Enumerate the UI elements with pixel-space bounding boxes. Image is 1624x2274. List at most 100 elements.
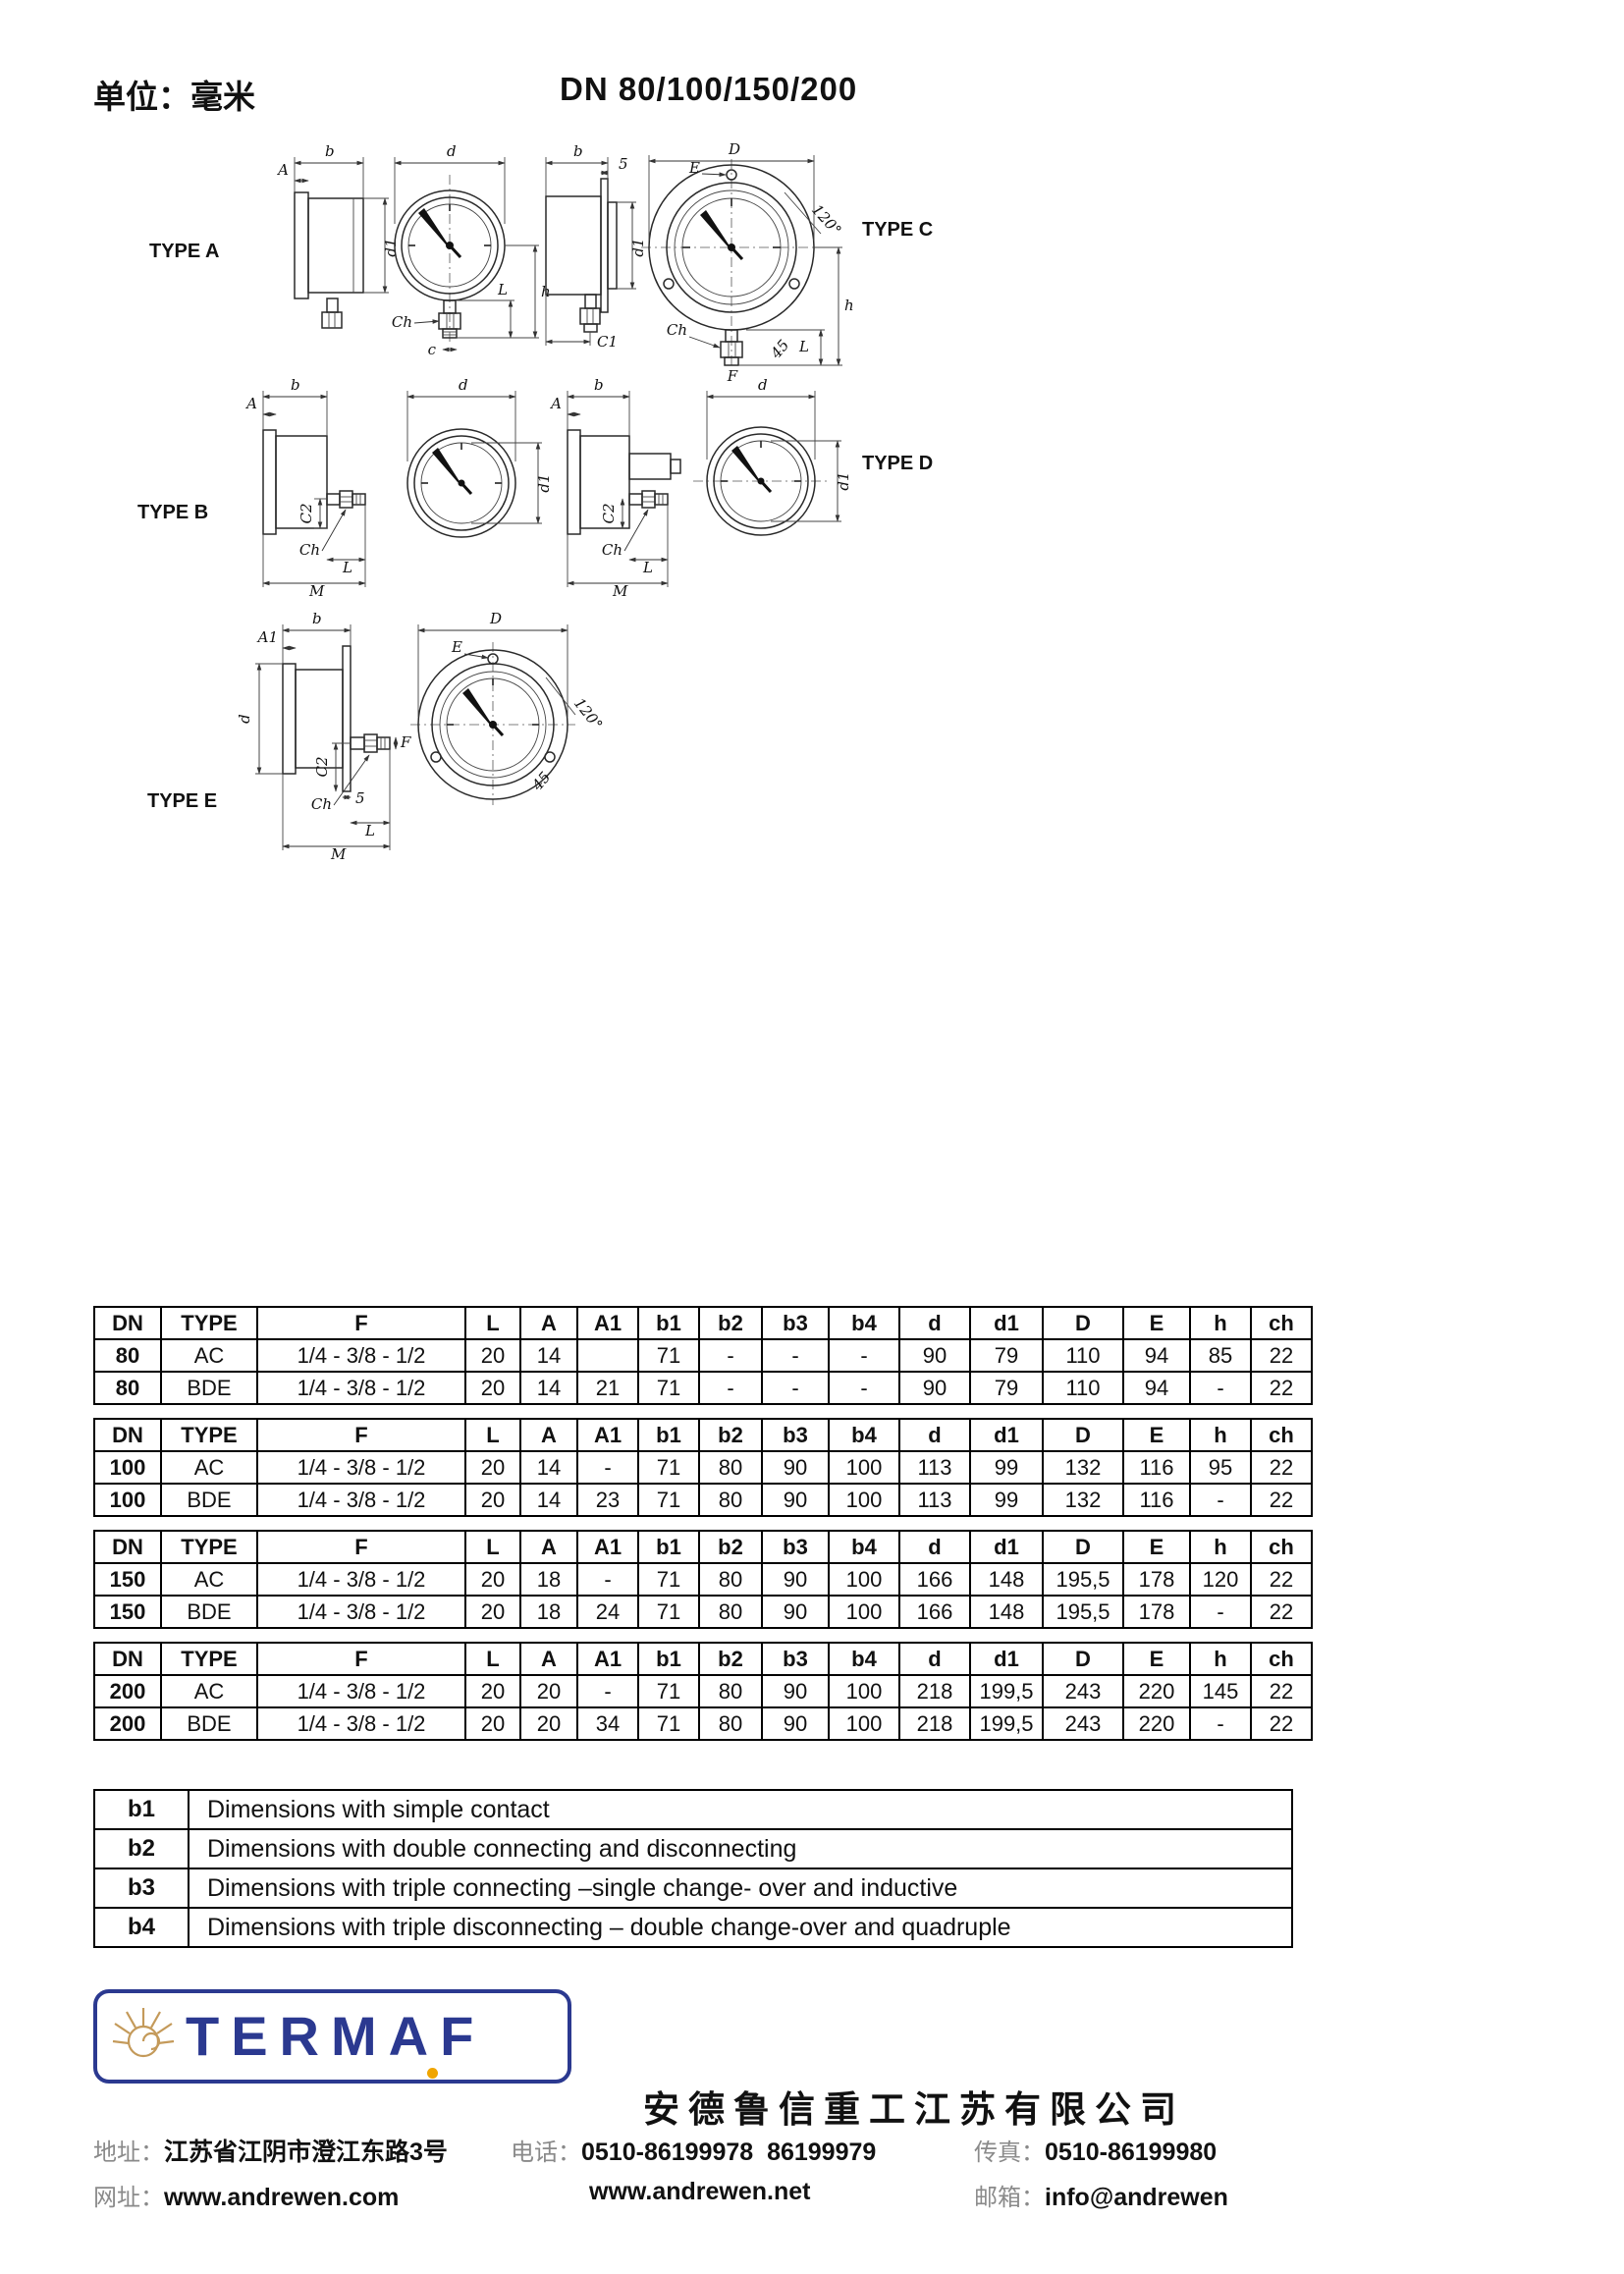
- type-a-side-view: b A d1: [276, 142, 400, 329]
- col-header-D: D: [1042, 1530, 1124, 1564]
- dim-b-label: b: [325, 142, 335, 160]
- table-cell: 113: [898, 1483, 971, 1517]
- col-header-ch: ch: [1250, 1530, 1313, 1564]
- col-header-F: F: [256, 1306, 466, 1340]
- dim-c2-label: C2: [600, 503, 618, 523]
- legend-desc: Dimensions with triple disconnecting – d…: [188, 1907, 1293, 1948]
- company-name: 安德鲁信重工江苏有限公司: [643, 2089, 1185, 2130]
- logo-accent-dot: [427, 2068, 438, 2079]
- table-cell: -: [698, 1371, 763, 1405]
- table-cell: 120: [1189, 1562, 1252, 1597]
- table-cell: 22: [1250, 1674, 1313, 1708]
- table-cell: 21: [576, 1371, 639, 1405]
- table-cell: 20: [464, 1562, 521, 1597]
- table-cell: 1/4 - 3/8 - 1/2: [256, 1562, 466, 1597]
- email-label: 邮箱：: [974, 2185, 1045, 2211]
- table-cell: -: [1189, 1595, 1252, 1629]
- table-cell: 18: [519, 1562, 578, 1597]
- type-a-label: TYPE A: [149, 241, 220, 262]
- table-cell: -: [576, 1562, 639, 1597]
- table-cell: -: [1189, 1371, 1252, 1405]
- table-cell: 80: [698, 1450, 763, 1485]
- table-cell: 145: [1189, 1674, 1252, 1708]
- dim-ch-label: Ch: [299, 541, 320, 559]
- table-cell: 22: [1250, 1338, 1313, 1373]
- table-cell: 243: [1042, 1674, 1124, 1708]
- dim-d-label: d: [447, 142, 457, 160]
- dim-c1-label: C1: [597, 333, 618, 351]
- dim-e-label: E: [688, 159, 700, 177]
- dim-f-label: F: [727, 367, 738, 385]
- table-cell: 220: [1122, 1706, 1191, 1741]
- dim-d-label: d: [459, 376, 468, 394]
- dim-ch-label: Ch: [311, 795, 332, 813]
- table-cell: -: [828, 1371, 900, 1405]
- legend-key: b4: [93, 1907, 189, 1948]
- col-header-L: L: [464, 1642, 521, 1676]
- col-header-TYPE: TYPE: [160, 1418, 258, 1452]
- dim-b-label: b: [291, 376, 300, 394]
- col-header-ch: ch: [1250, 1642, 1313, 1676]
- col-header-F: F: [256, 1530, 466, 1564]
- col-header-A1: A1: [576, 1642, 639, 1676]
- table-cell: 20: [464, 1706, 521, 1741]
- table-cell: 22: [1250, 1483, 1313, 1517]
- dim-5-label: 5: [355, 789, 365, 807]
- table-cell: 100: [828, 1595, 900, 1629]
- table-cell: 90: [761, 1674, 830, 1708]
- table-cell: 95: [1189, 1450, 1252, 1485]
- type-c-front-view: D E 120° Ch h L 45 F: [641, 140, 854, 385]
- legend-desc: Dimensions with double connecting and di…: [188, 1828, 1293, 1869]
- dim-f-label: F: [400, 733, 411, 751]
- dim-m-label: M: [330, 845, 347, 863]
- table-cell: -: [1189, 1706, 1252, 1741]
- dim-a-label: A: [276, 161, 289, 179]
- page-title: DN 80/100/150/200: [560, 71, 858, 107]
- table-cell: 218: [898, 1706, 971, 1741]
- table-cell: 1/4 - 3/8 - 1/2: [256, 1483, 466, 1517]
- table-cell: BDE: [160, 1483, 258, 1517]
- table-cell: 71: [637, 1338, 700, 1373]
- table-cell: 148: [969, 1562, 1044, 1597]
- col-header-E: E: [1122, 1642, 1191, 1676]
- dim-b-label: b: [594, 376, 604, 394]
- table-cell: -: [698, 1338, 763, 1373]
- dim-l-label: L: [642, 559, 653, 576]
- col-header-A1: A1: [576, 1418, 639, 1452]
- table-cell: 80: [93, 1371, 162, 1405]
- table-cell: 20: [464, 1338, 521, 1373]
- table-cell: AC: [160, 1562, 258, 1597]
- termaf-logo-text: TERMAF: [186, 2005, 486, 2067]
- col-header-h: h: [1189, 1418, 1252, 1452]
- table-cell: 71: [637, 1706, 700, 1741]
- table-cell: BDE: [160, 1595, 258, 1629]
- table-cell: 116: [1122, 1483, 1191, 1517]
- table-cell: 1/4 - 3/8 - 1/2: [256, 1706, 466, 1741]
- termaf-sun-icon: [112, 2008, 175, 2058]
- table-cell: 116: [1122, 1450, 1191, 1485]
- email-line: 邮箱：info@andrewen: [974, 2178, 1228, 2212]
- col-header-A1: A1: [576, 1306, 639, 1340]
- col-header-d: d: [898, 1418, 971, 1452]
- web1-value: www.andrewen.com: [164, 2184, 400, 2211]
- table-cell: AC: [160, 1674, 258, 1708]
- table-cell: 166: [898, 1595, 971, 1629]
- table-cell: 199,5: [969, 1674, 1044, 1708]
- dim-dd-label: D: [728, 140, 740, 158]
- dim-l-label: L: [798, 338, 809, 355]
- table-cell: 79: [969, 1338, 1044, 1373]
- col-header-d1: d1: [969, 1530, 1044, 1564]
- type-b-side-view: b A C2 Ch L M: [244, 376, 366, 600]
- table-cell: 20: [519, 1706, 578, 1741]
- table-cell: 218: [898, 1674, 971, 1708]
- table-cell: 1/4 - 3/8 - 1/2: [256, 1674, 466, 1708]
- dim-5-label: 5: [619, 155, 628, 173]
- dim-l-label: L: [342, 559, 352, 576]
- table-cell: 85: [1189, 1338, 1252, 1373]
